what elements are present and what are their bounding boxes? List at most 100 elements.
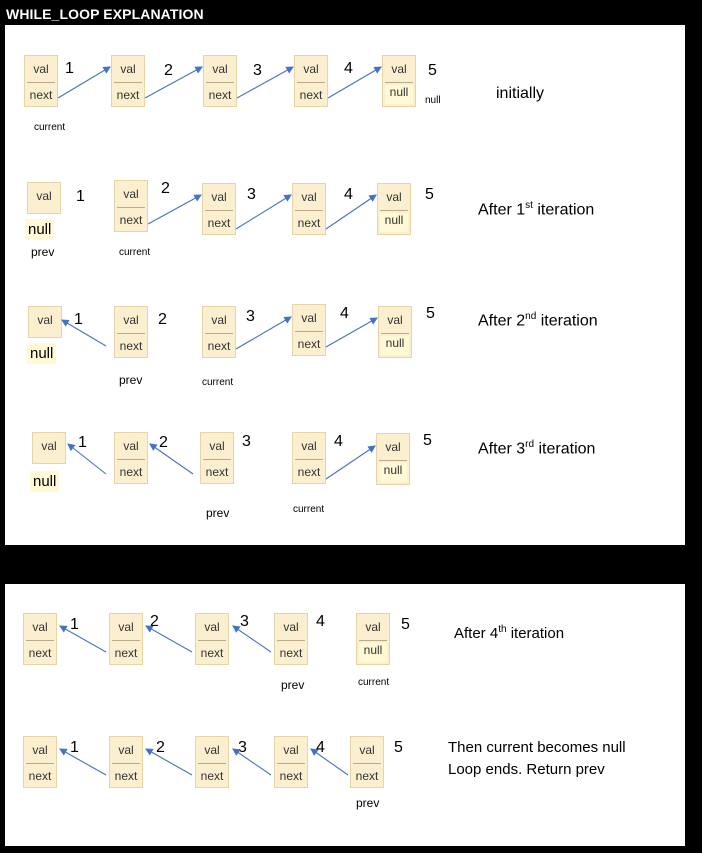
- node-value: 3: [253, 62, 262, 79]
- list-node-3: val next: [202, 183, 236, 235]
- node-value: 4: [344, 186, 353, 203]
- current-pointer-label: current: [358, 677, 390, 688]
- current-pointer-label: current: [34, 122, 66, 133]
- node-next-field: next: [119, 465, 143, 479]
- node-value: 2: [158, 311, 167, 328]
- node-value: 5: [401, 616, 410, 633]
- node-val-field: val: [123, 313, 139, 327]
- node-val-field: val: [301, 190, 317, 204]
- list-node-1: val: [28, 306, 62, 338]
- current-pointer-label: current: [293, 504, 325, 515]
- node-val-field: val: [209, 439, 225, 453]
- node-val-field: val: [32, 620, 48, 634]
- node-val-field: val: [37, 313, 53, 327]
- node-val-field: val: [283, 620, 299, 634]
- node-next-field: next: [297, 465, 321, 479]
- node-next-field: next: [200, 646, 224, 660]
- caption-final-line1: Then current becomes null: [448, 739, 626, 756]
- node-next-field: next: [297, 337, 321, 351]
- caption-after-3rd: After 3rd iteration: [478, 439, 596, 458]
- node-next-field: next: [116, 88, 140, 102]
- node-value: 5: [428, 62, 437, 79]
- node-next-field: next: [119, 339, 143, 353]
- node-value: 3: [247, 186, 256, 203]
- node-value: 2: [159, 434, 168, 451]
- node-val-field: val: [120, 62, 136, 76]
- node-value: 3: [238, 739, 247, 756]
- caption-after-1st: After 1st iteration: [478, 200, 595, 219]
- node-val-field: val: [359, 743, 375, 757]
- node-next-field: next: [119, 213, 143, 227]
- node-value: 5: [426, 305, 435, 322]
- node-val-field: val: [211, 313, 227, 327]
- node-next-field: next: [207, 216, 231, 230]
- node-next-field: next: [208, 88, 232, 102]
- node-value: 2: [156, 739, 165, 756]
- prev-pointer-label: prev: [31, 245, 55, 259]
- list-node-3: val next: [200, 432, 234, 484]
- list-node-5: val null: [377, 183, 411, 235]
- null-label: null: [425, 95, 441, 106]
- list-node-1: val next: [23, 736, 57, 788]
- node-value: 1: [74, 311, 83, 328]
- node-val-field: val: [212, 62, 228, 76]
- node-value: 1: [70, 739, 79, 756]
- prev-pointer-label: prev: [356, 796, 380, 810]
- caption-initially: initially: [496, 85, 545, 102]
- list-node-2: val next: [114, 432, 148, 484]
- diagram-panel-top: [5, 25, 685, 545]
- node-val-field: val: [385, 440, 401, 454]
- current-pointer-label: current: [202, 377, 234, 388]
- node-val-field: val: [283, 743, 299, 757]
- node-value: 5: [425, 186, 434, 203]
- node-value: 3: [246, 308, 255, 325]
- node-value: 4: [334, 433, 343, 450]
- prev-pointer-label: prev: [206, 506, 230, 520]
- diagram-panel-bottom: [5, 584, 685, 846]
- node-next-field: next: [279, 769, 303, 783]
- node-val-field: val: [391, 62, 407, 76]
- node-next-null: null: [380, 213, 408, 232]
- list-node-3: val next: [203, 55, 237, 107]
- node-val-field: val: [36, 189, 52, 203]
- list-node-1: val: [27, 182, 61, 214]
- node-value: 3: [240, 613, 249, 630]
- prev-pointer-label: prev: [281, 678, 305, 692]
- node-val-field: val: [303, 62, 319, 76]
- node-value: 2: [150, 613, 159, 630]
- node-val-field: val: [123, 187, 139, 201]
- null-value: null: [25, 219, 55, 240]
- node-val-field: val: [32, 743, 48, 757]
- node-value: 1: [65, 60, 74, 77]
- node-value: 2: [161, 180, 170, 197]
- node-value: 5: [394, 739, 403, 756]
- node-next-field: next: [114, 646, 138, 660]
- node-next-field: next: [28, 769, 52, 783]
- node-val-field: val: [386, 190, 402, 204]
- node-next-field: next: [205, 465, 229, 479]
- node-value: 1: [76, 188, 85, 205]
- prev-pointer-label: prev: [119, 373, 143, 387]
- node-val-field: val: [118, 620, 134, 634]
- node-val-field: val: [204, 743, 220, 757]
- node-value: 4: [316, 613, 325, 630]
- node-value: 1: [70, 616, 79, 633]
- node-next-field: next: [279, 646, 303, 660]
- node-val-field: val: [211, 190, 227, 204]
- node-next-field: next: [200, 769, 224, 783]
- list-node-4: val next: [274, 613, 308, 665]
- node-val-field: val: [118, 743, 134, 757]
- caption-after-2nd: After 2nd iteration: [478, 311, 598, 330]
- node-val-field: val: [123, 439, 139, 453]
- node-val-field: val: [41, 439, 57, 453]
- node-value: 3: [242, 433, 251, 450]
- list-node-2: val next: [109, 613, 143, 665]
